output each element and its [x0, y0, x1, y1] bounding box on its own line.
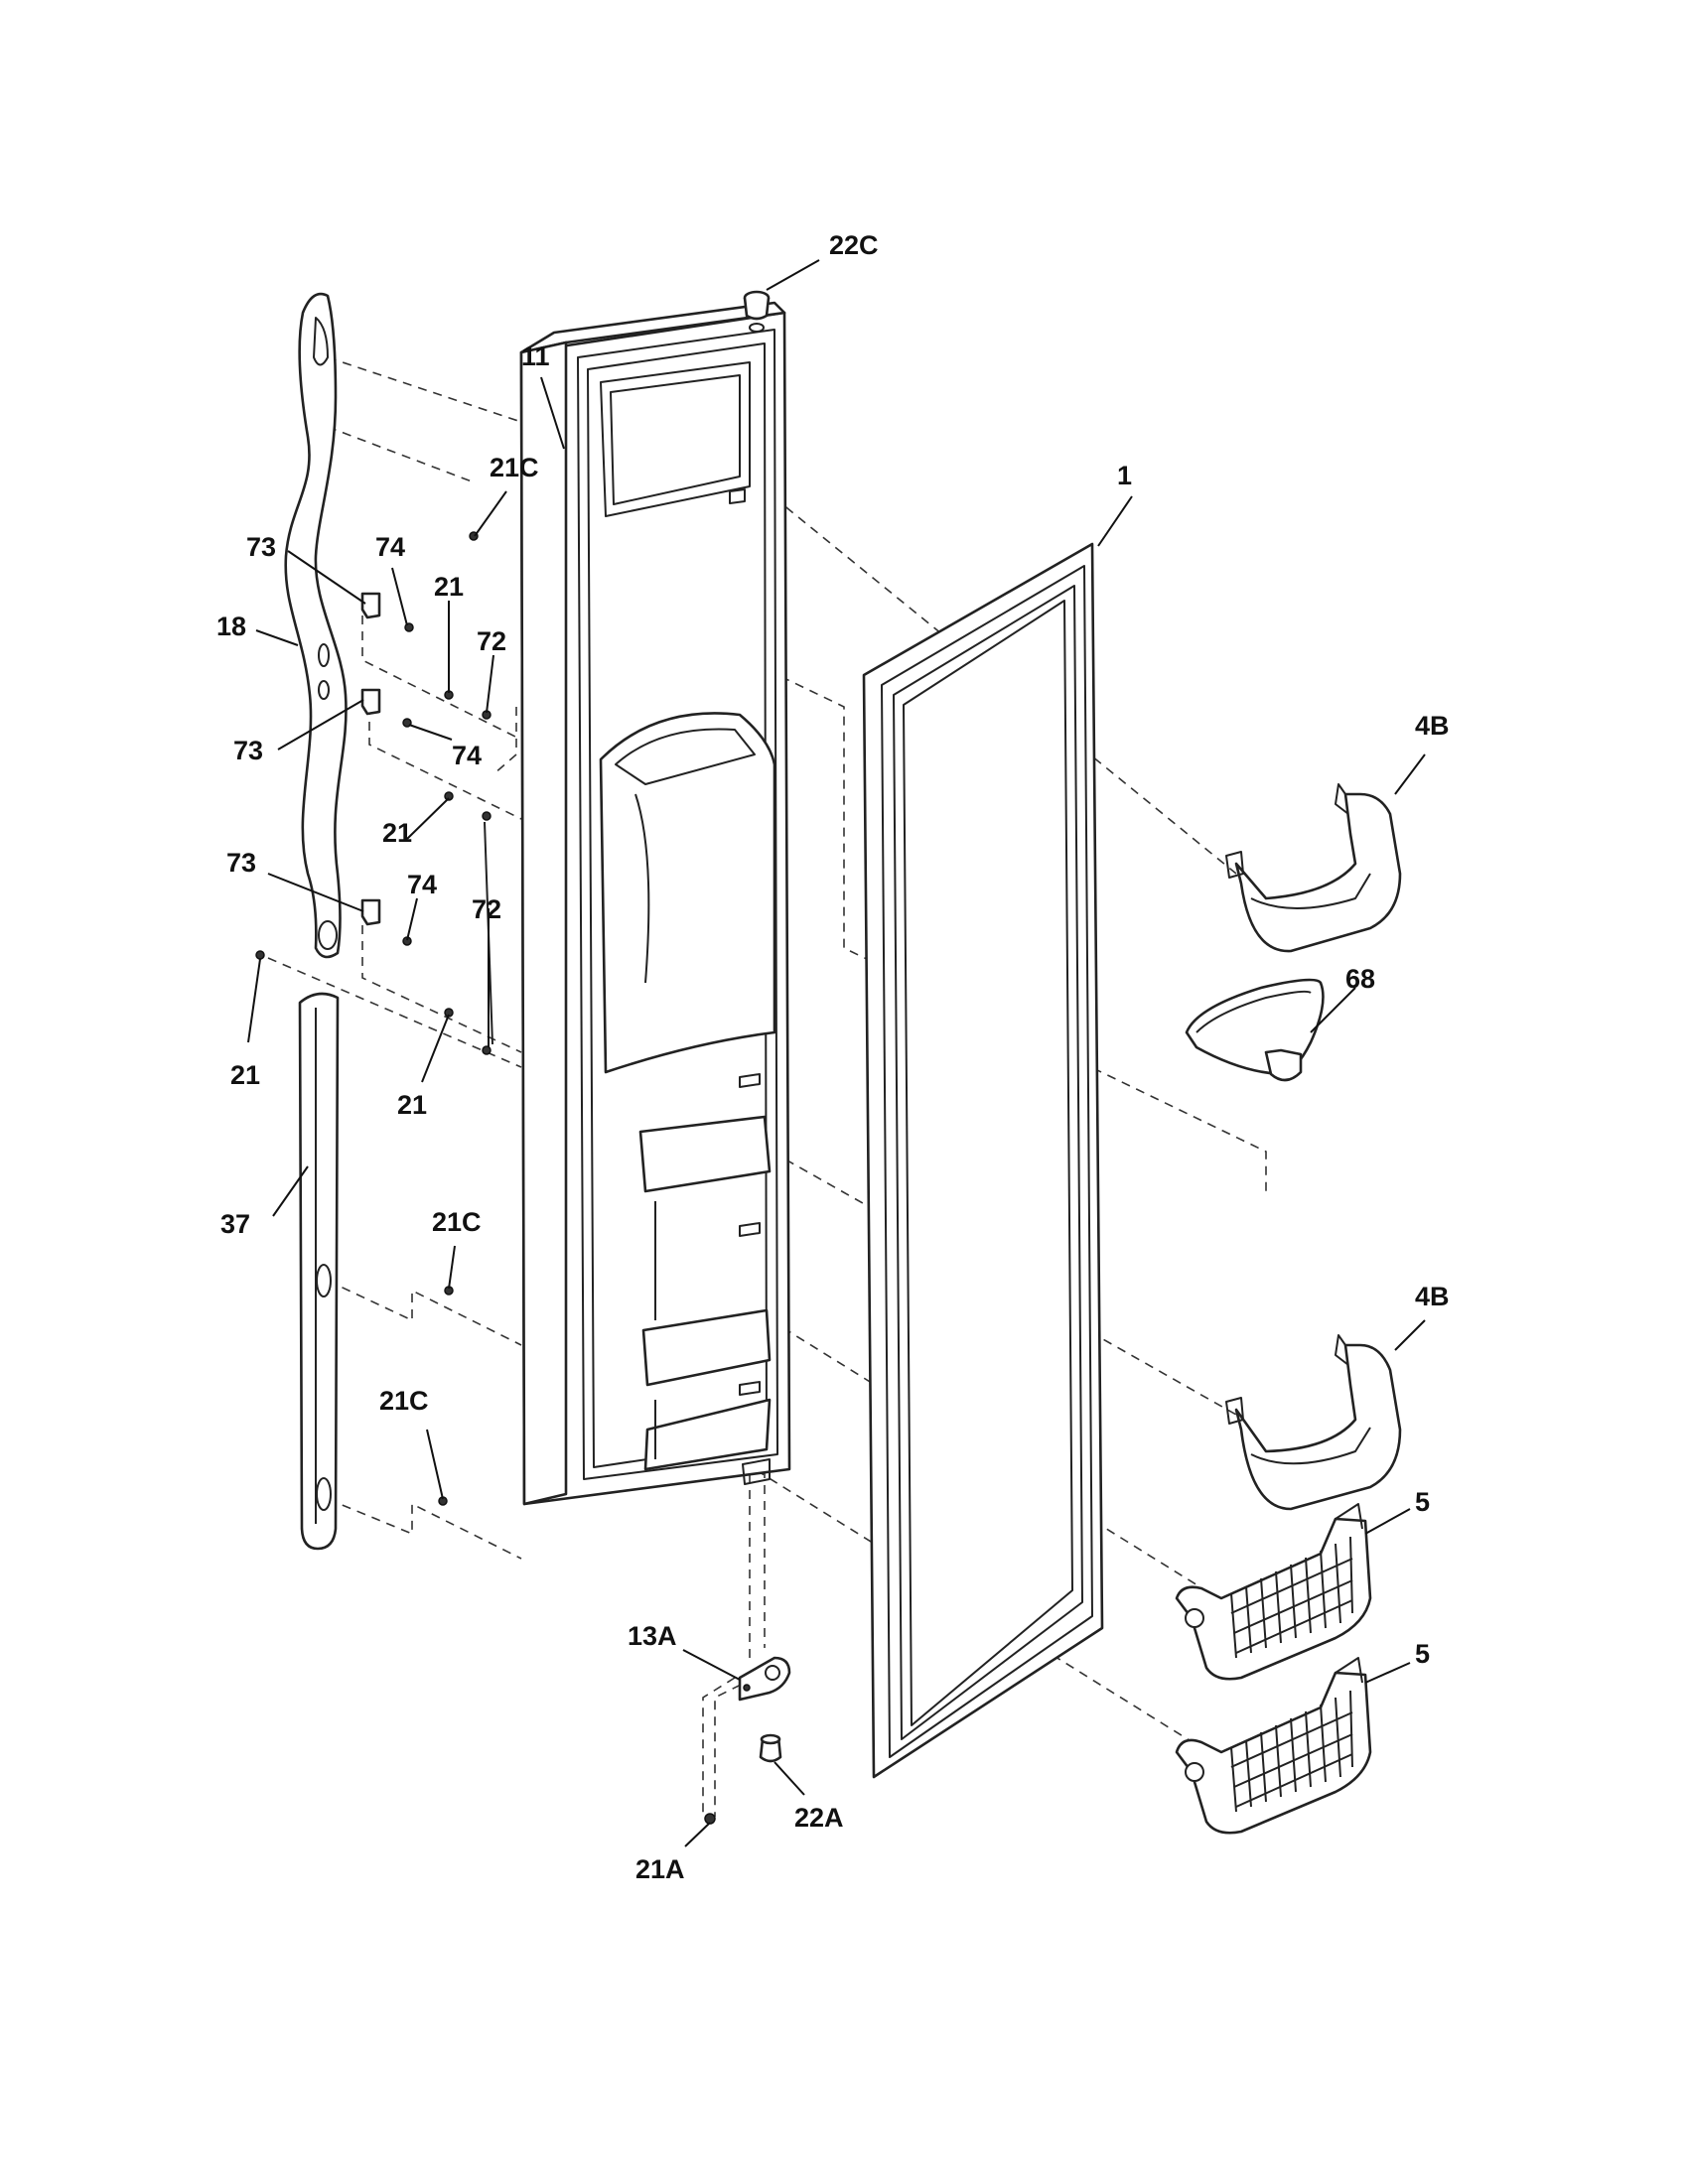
label-72-a: 72: [477, 626, 506, 656]
wire-basket-5-upper: [1175, 1503, 1372, 1681]
hinge-clips-73: [360, 592, 381, 926]
label-21-b: 21: [382, 818, 412, 848]
label-4B-a: 4B: [1415, 711, 1450, 741]
hinge-cap-22C: [743, 290, 771, 333]
label-21-c: 21: [230, 1060, 260, 1090]
label-21A: 21A: [635, 1854, 685, 1884]
label-73-c: 73: [226, 848, 256, 878]
label-72-b: 72: [472, 894, 501, 924]
label-73-b: 73: [233, 736, 263, 765]
wire-basket-5-lower: [1175, 1657, 1372, 1835]
screws: [255, 531, 493, 1506]
label-5-b: 5: [1415, 1639, 1430, 1669]
door-bin-4B-upper: [1225, 783, 1402, 953]
part-labels: 22C 11 21C 1 73 74 21 72 18 73 74 21 4B …: [216, 230, 1450, 1884]
lower-handle-37: [298, 992, 340, 1551]
label-18: 18: [216, 612, 246, 641]
label-73-a: 73: [246, 532, 276, 562]
door-assembly-11: [519, 301, 791, 1506]
label-13A: 13A: [628, 1621, 677, 1651]
upper-handle-18: [284, 292, 348, 959]
label-21C-low: 21C: [379, 1386, 429, 1416]
label-21C-mid: 21C: [432, 1207, 482, 1237]
label-11: 11: [521, 341, 550, 371]
hinge-screw-21A: [704, 1813, 716, 1825]
label-74-a: 74: [375, 532, 405, 562]
label-1: 1: [1117, 461, 1132, 490]
label-37: 37: [220, 1209, 250, 1239]
label-21C-top: 21C: [490, 453, 539, 482]
lower-hinge-13A: [738, 1656, 791, 1702]
label-5-a: 5: [1415, 1487, 1430, 1517]
label-21-a: 21: [434, 572, 464, 602]
leader-lines: [247, 259, 1426, 1847]
label-74-b: 74: [452, 741, 482, 770]
door-gasket-1: [862, 542, 1104, 1779]
door-bin-4B-lower: [1225, 1334, 1402, 1511]
egg-tray-68: [1185, 978, 1325, 1082]
label-4B-b: 4B: [1415, 1282, 1450, 1311]
label-21-d: 21: [397, 1090, 427, 1120]
label-74-c: 74: [407, 870, 437, 899]
hinge-bushing-22A: [759, 1733, 782, 1763]
label-68: 68: [1345, 964, 1375, 994]
label-22C: 22C: [829, 230, 879, 260]
label-22A: 22A: [794, 1803, 844, 1833]
